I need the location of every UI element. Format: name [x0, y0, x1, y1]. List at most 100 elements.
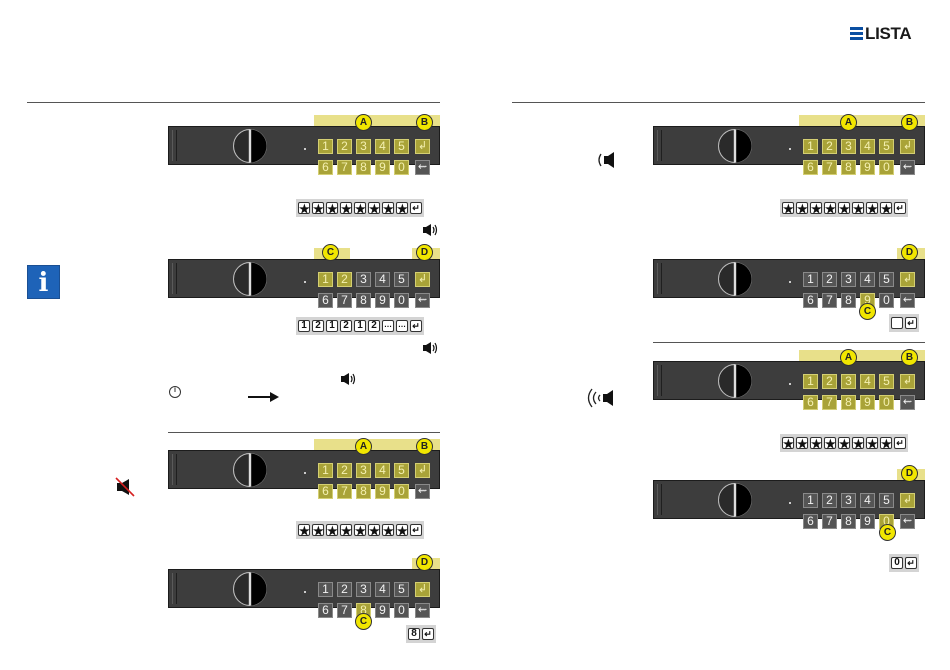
- digit-key[interactable]: 4: [860, 493, 875, 508]
- digit-key[interactable]: 1: [318, 272, 333, 287]
- digit-key[interactable]: 6: [318, 484, 333, 499]
- digit-key[interactable]: 0: [394, 293, 409, 308]
- digit-key[interactable]: 0: [879, 395, 894, 410]
- digit-key[interactable]: 7: [337, 293, 352, 308]
- digit-key[interactable]: 1: [318, 582, 333, 597]
- digit-key[interactable]: 5: [879, 272, 894, 287]
- digit-key[interactable]: 9: [375, 484, 390, 499]
- digit-key[interactable]: 3: [841, 493, 856, 508]
- enter-key[interactable]: ↲: [415, 463, 430, 478]
- usb-key[interactable]: ⇜: [415, 603, 430, 618]
- digit-key[interactable]: 1: [318, 463, 333, 478]
- lock-dial-knob[interactable]: [232, 452, 268, 488]
- enter-key[interactable]: ↲: [415, 582, 430, 597]
- digit-key[interactable]: 6: [318, 603, 333, 618]
- digit-key[interactable]: 3: [841, 272, 856, 287]
- digit-key[interactable]: 4: [375, 463, 390, 478]
- digit-key[interactable]: 4: [860, 139, 875, 154]
- digit-key[interactable]: 6: [318, 293, 333, 308]
- digit-key[interactable]: 8: [841, 160, 856, 175]
- digit-key[interactable]: 6: [318, 160, 333, 175]
- digit-key[interactable]: 8: [356, 484, 371, 499]
- digit-key[interactable]: 8: [841, 293, 856, 308]
- usb-key[interactable]: ⇜: [415, 293, 430, 308]
- digit-key[interactable]: 3: [356, 272, 371, 287]
- digit-key[interactable]: 4: [860, 374, 875, 389]
- usb-key[interactable]: ⇜: [900, 160, 915, 175]
- digit-key[interactable]: 8: [841, 514, 856, 529]
- usb-key[interactable]: ⇜: [900, 395, 915, 410]
- digit-key[interactable]: 1: [803, 272, 818, 287]
- digit-key[interactable]: 7: [822, 395, 837, 410]
- digit-key[interactable]: 0: [879, 160, 894, 175]
- enter-key[interactable]: ↲: [415, 139, 430, 154]
- digit-key[interactable]: 0: [394, 603, 409, 618]
- digit-key[interactable]: 7: [822, 293, 837, 308]
- digit-key[interactable]: 5: [879, 374, 894, 389]
- digit-key[interactable]: 6: [803, 293, 818, 308]
- lock-dial-knob[interactable]: [232, 261, 268, 297]
- enter-key[interactable]: ↲: [415, 272, 430, 287]
- digit-key[interactable]: 9: [860, 160, 875, 175]
- digit-key[interactable]: 1: [803, 374, 818, 389]
- digit-key[interactable]: 6: [803, 395, 818, 410]
- digit-key[interactable]: 4: [860, 272, 875, 287]
- digit-key[interactable]: 7: [822, 514, 837, 529]
- digit-key[interactable]: 4: [375, 272, 390, 287]
- lock-dial-knob[interactable]: [717, 363, 753, 399]
- digit-key[interactable]: 9: [375, 160, 390, 175]
- digit-key[interactable]: 6: [803, 514, 818, 529]
- digit-key[interactable]: 4: [375, 582, 390, 597]
- digit-key[interactable]: 7: [337, 603, 352, 618]
- usb-key[interactable]: ⇜: [415, 160, 430, 175]
- digit-key[interactable]: 4: [375, 139, 390, 154]
- digit-key[interactable]: 7: [822, 160, 837, 175]
- digit-key[interactable]: 5: [394, 463, 409, 478]
- digit-key[interactable]: 5: [394, 139, 409, 154]
- digit-key[interactable]: 2: [337, 463, 352, 478]
- digit-key[interactable]: 5: [879, 493, 894, 508]
- digit-key[interactable]: 2: [822, 493, 837, 508]
- digit-key[interactable]: 9: [860, 395, 875, 410]
- digit-key[interactable]: 3: [841, 374, 856, 389]
- enter-key[interactable]: ↲: [900, 493, 915, 508]
- digit-key[interactable]: 1: [803, 139, 818, 154]
- digit-key[interactable]: 6: [803, 160, 818, 175]
- enter-key[interactable]: ↲: [900, 374, 915, 389]
- digit-key[interactable]: 9: [375, 603, 390, 618]
- digit-key[interactable]: 0: [394, 484, 409, 499]
- digit-key[interactable]: 2: [337, 582, 352, 597]
- digit-key[interactable]: 0: [394, 160, 409, 175]
- digit-key[interactable]: 1: [318, 139, 333, 154]
- digit-key[interactable]: 3: [841, 139, 856, 154]
- digit-key[interactable]: 3: [356, 139, 371, 154]
- lock-dial-knob[interactable]: [232, 128, 268, 164]
- digit-key[interactable]: 9: [860, 514, 875, 529]
- digit-key[interactable]: 3: [356, 463, 371, 478]
- lock-dial-knob[interactable]: [717, 482, 753, 518]
- digit-key[interactable]: 8: [356, 293, 371, 308]
- digit-key[interactable]: 8: [356, 160, 371, 175]
- usb-key[interactable]: ⇜: [900, 293, 915, 308]
- digit-key[interactable]: 2: [822, 139, 837, 154]
- digit-key[interactable]: 5: [394, 272, 409, 287]
- enter-key[interactable]: ↲: [900, 272, 915, 287]
- digit-key[interactable]: 1: [803, 493, 818, 508]
- enter-key[interactable]: ↲: [900, 139, 915, 154]
- digit-key[interactable]: 5: [879, 139, 894, 154]
- digit-key[interactable]: 0: [879, 293, 894, 308]
- digit-key[interactable]: 3: [356, 582, 371, 597]
- digit-key[interactable]: 7: [337, 160, 352, 175]
- digit-key[interactable]: 2: [822, 374, 837, 389]
- digit-key[interactable]: 7: [337, 484, 352, 499]
- digit-key[interactable]: 9: [375, 293, 390, 308]
- lock-dial-knob[interactable]: [717, 261, 753, 297]
- lock-dial-knob[interactable]: [717, 128, 753, 164]
- lock-dial-knob[interactable]: [232, 571, 268, 607]
- digit-key[interactable]: 5: [394, 582, 409, 597]
- digit-key[interactable]: 2: [337, 272, 352, 287]
- digit-key[interactable]: 2: [822, 272, 837, 287]
- digit-key[interactable]: 8: [841, 395, 856, 410]
- usb-key[interactable]: ⇜: [415, 484, 430, 499]
- usb-key[interactable]: ⇜: [900, 514, 915, 529]
